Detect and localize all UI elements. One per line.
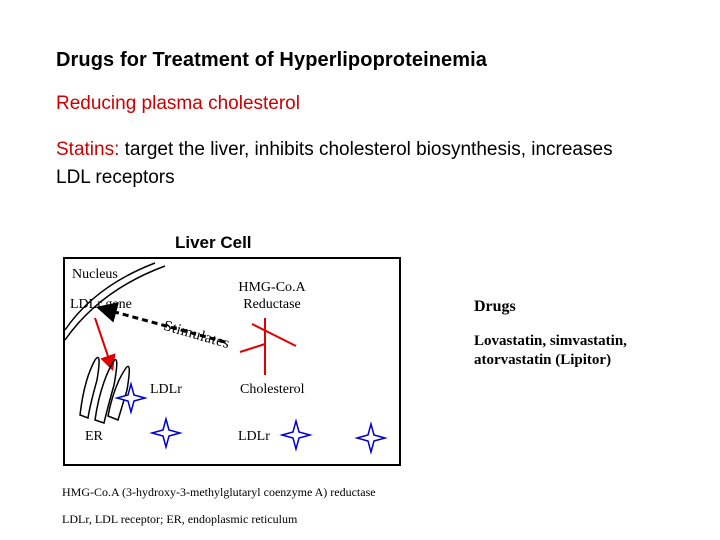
statin-inhibition-icon	[239, 318, 297, 375]
er-label: ER	[85, 429, 103, 444]
ldlr-er-label: LDLr	[150, 382, 182, 397]
stimulates-arrow	[95, 302, 226, 344]
ldlr-membrane-label: LDLr	[238, 429, 270, 444]
drugs-heading: Drugs	[474, 298, 516, 315]
ldl-receptor-membrane-1-icon	[149, 416, 183, 450]
statins-label: Statins:	[56, 139, 120, 160]
slide-subtitle: Reducing plasma cholesterol	[56, 93, 300, 114]
statins-description: Statins: target the liver, inhibits chol…	[56, 136, 616, 192]
cholesterol-label: Cholesterol	[240, 382, 305, 397]
ldl-receptor-membrane-3-icon	[354, 421, 388, 455]
drugs-list: Lovastatin, simvastatin, atorvastatin (L…	[474, 333, 627, 368]
nucleus-membrane-inner	[64, 262, 156, 331]
footnote-abbreviations: LDLr, LDL receptor; ER, endoplasmic reti…	[62, 512, 298, 526]
ldl-receptor-membrane-2-icon	[279, 418, 313, 452]
nucleus-label: Nucleus	[72, 267, 118, 282]
endoplasmic-reticulum-shape	[79, 356, 130, 424]
statins-text: target the liver, inhibits cholesterol b…	[56, 139, 613, 188]
diagram-title: Liver Cell	[175, 233, 252, 252]
hmg-coa-reductase-label: HMG-Co.A Reductase	[238, 280, 306, 312]
ldl-receptor-er-icon	[114, 381, 148, 415]
nucleus-membrane-outer	[64, 265, 166, 341]
ldlr-gene-label: LDLr gene	[70, 297, 132, 312]
footnote-hmg: HMG-Co.A (3-hydroxy-3-methylglutaryl coe…	[62, 485, 376, 499]
slide-title: Drugs for Treatment of Hyperlipoproteine…	[56, 49, 488, 71]
cell-membrane	[63, 257, 401, 466]
gene-to-er-arrow	[94, 317, 116, 372]
